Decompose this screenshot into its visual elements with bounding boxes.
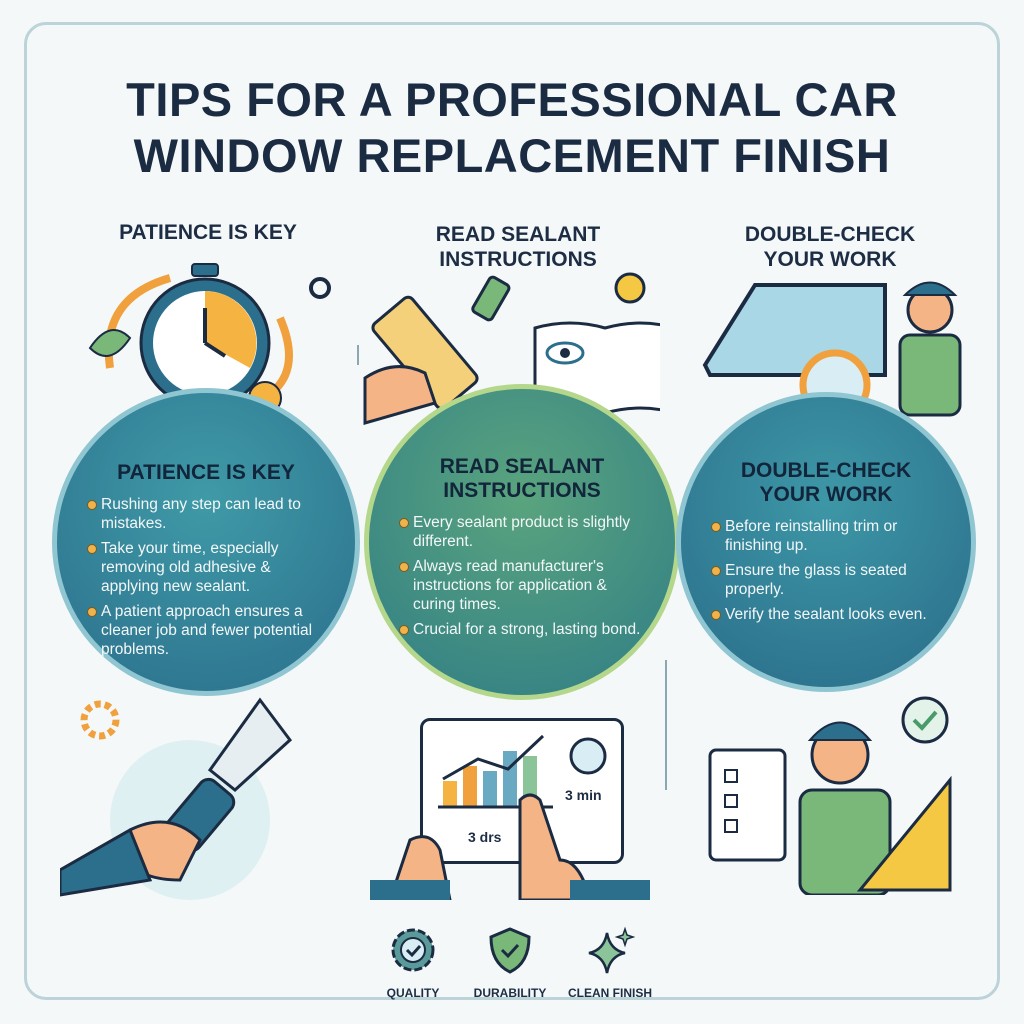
- column-header-sealant: READ SEALANT INSTRUCTIONS: [388, 222, 648, 272]
- bullet-item: Before reinstalling trim or finishing up…: [711, 517, 945, 555]
- circle-title: DOUBLE-CHECK YOUR WORK: [681, 459, 971, 507]
- circle-title-line: READ SEALANT: [439, 455, 605, 478]
- worker-clipboard-icon: [708, 696, 952, 895]
- column-header-patience: PATIENCE IS KEY: [119, 221, 297, 244]
- bullet-item: Every sealant product is slightly differ…: [399, 513, 649, 551]
- tablet-label-time: 3 min: [565, 787, 602, 803]
- header-line: READ SEALANT: [435, 223, 601, 246]
- hands-icon: [370, 793, 650, 900]
- circle-title: READ SEALANT INSTRUCTIONS: [369, 455, 675, 503]
- badge-durability: DURABILITY: [450, 925, 570, 1000]
- circle-title-line: INSTRUCTIONS: [443, 479, 601, 502]
- poster-frame: [24, 22, 1000, 1000]
- bullet-list: Every sealant product is slightly differ…: [369, 513, 675, 639]
- page-title: TIPS FOR A PROFESSIONAL CAR WINDOW REPLA…: [0, 72, 1024, 184]
- sparkle-icon: [588, 926, 636, 974]
- bullet-item: Always read manufacturer's instructions …: [399, 557, 649, 614]
- bullet-item: A patient approach ensures a cleaner job…: [87, 602, 329, 659]
- bullet-item: Ensure the glass is seated properly.: [711, 561, 945, 599]
- bullet-list: Rushing any step can lead to mistakes. T…: [57, 495, 355, 659]
- bullet-item: Verify the sealant looks even.: [711, 605, 945, 624]
- badge-quality: QUALITY: [353, 925, 473, 1000]
- bullet-item: Take your time, especially removing old …: [87, 539, 329, 596]
- badge-label: CLEAN FINISH: [568, 986, 652, 1000]
- tablet-label-duration: 3 drs: [468, 829, 502, 845]
- divider: [357, 345, 359, 365]
- badge-label: DURABILITY: [473, 986, 547, 1000]
- title-line-1: TIPS FOR A PROFESSIONAL CAR: [126, 73, 898, 126]
- bar-chart-icon: [438, 734, 607, 809]
- bullet-list: Before reinstalling trim or finishing up…: [681, 517, 971, 624]
- shield-check-icon: [489, 927, 531, 974]
- scraper-tool-icon: [60, 697, 293, 900]
- circle-title-line: DOUBLE-CHECK: [740, 459, 912, 482]
- circle-title: PATIENCE IS KEY: [117, 461, 295, 484]
- badge-label: QUALITY: [386, 986, 440, 1000]
- gear-check-icon: [391, 928, 435, 972]
- circle-title-line: YOUR WORK: [759, 483, 893, 506]
- divider: [665, 660, 667, 790]
- tip-circle-patience: PATIENCE IS KEY Rushing any step can lea…: [52, 388, 360, 696]
- tip-circle-double-check: DOUBLE-CHECK YOUR WORK Before reinstalli…: [676, 392, 976, 692]
- header-line: YOUR WORK: [763, 248, 897, 271]
- tip-circle-sealant: READ SEALANT INSTRUCTIONS Every sealant …: [364, 384, 680, 700]
- bullet-item: Crucial for a strong, lasting bond.: [399, 620, 649, 639]
- title-line-2: WINDOW REPLACEMENT FINISH: [133, 129, 891, 182]
- bullet-item: Rushing any step can lead to mistakes.: [87, 495, 329, 533]
- column-header-double-check: DOUBLE-CHECK YOUR WORK: [700, 222, 960, 272]
- badge-clean-finish: CLEAN FINISH: [550, 925, 670, 1000]
- header-line: DOUBLE-CHECK: [744, 223, 916, 246]
- header-line: INSTRUCTIONS: [439, 248, 597, 271]
